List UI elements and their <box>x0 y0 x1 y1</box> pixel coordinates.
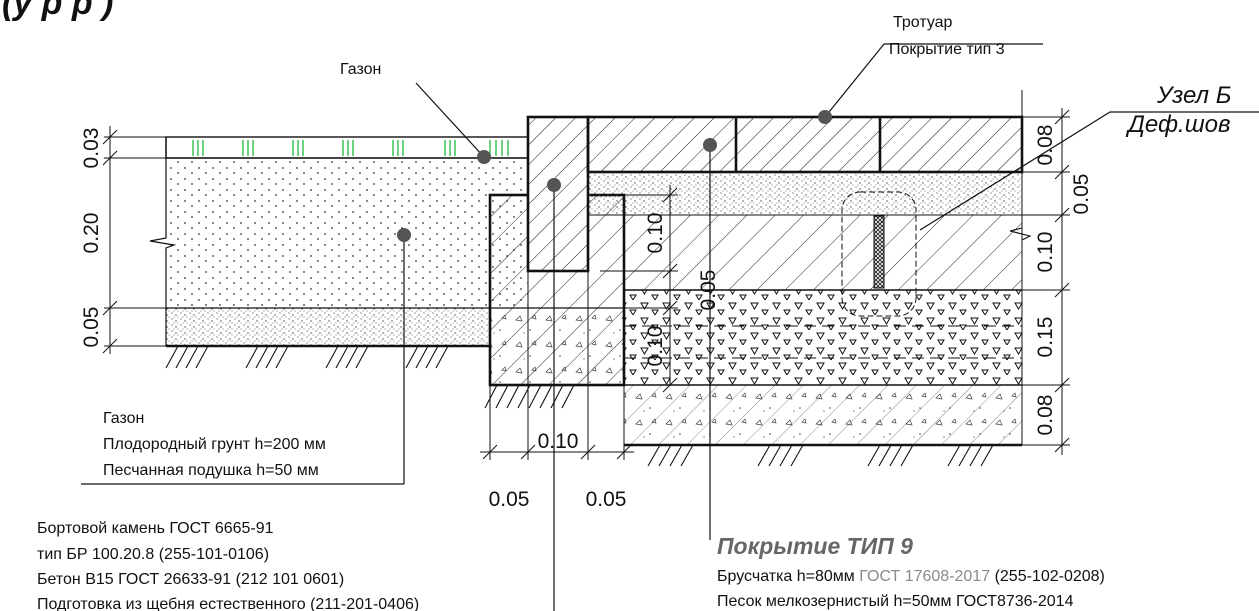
curb-assembly <box>484 115 626 409</box>
coating-note-line1: Брусчатка h=80мм ГОСТ 17608-2017 (255-10… <box>717 568 1105 585</box>
sidewalk-section <box>586 90 1032 467</box>
crushed-stone-layer <box>624 290 1022 385</box>
curb-note-line4: Подготовка из щебня естественного (211-2… <box>37 596 419 611</box>
dim-right-015: 0.15 <box>1034 317 1057 358</box>
concrete-foundation <box>490 308 624 385</box>
dim-left-020: 0.20 <box>80 213 103 254</box>
callout-coating-type3: Покрытие тип 3 <box>889 41 1005 58</box>
coating-line1-part-b: (255-102-0208) <box>990 568 1105 585</box>
dim-inner-005: 0.05 <box>697 270 720 311</box>
dim-right-008b: 0.08 <box>1034 395 1057 436</box>
dim-inner-010b: 0.10 <box>644 326 667 367</box>
lawn-note-line1: Газон <box>103 410 144 427</box>
fine-sand-layer <box>588 172 1022 215</box>
curb-note-line3: Бетон В15 ГОСТ 26633-91 (212 101 0601) <box>37 571 344 588</box>
coating-note-title: Покрытие ТИП 9 <box>717 533 913 559</box>
ground-hatch <box>165 345 449 369</box>
leader-lines <box>81 43 1259 611</box>
partial-header: (у р р ) <box>2 0 113 22</box>
concrete-slab-layer <box>624 215 1022 290</box>
dimension-lines <box>102 108 1070 460</box>
lawn-note-line3: Песчанная подушка h=50 мм <box>103 462 319 479</box>
dim-right-010: 0.10 <box>1034 232 1057 273</box>
dim-left-005: 0.05 <box>80 307 103 348</box>
dim-right-008a: 0.08 <box>1034 125 1057 166</box>
node-b-outline <box>841 191 917 317</box>
curb-note-line1: Бортовой камень ГОСТ 6665-91 <box>37 520 274 537</box>
callout-sidewalk: Тротуар <box>893 14 953 31</box>
lawn-grass-strip <box>165 136 529 159</box>
coating-note-line2: Песок мелкозернистый h=50мм ГОСТ8736-201… <box>717 593 1074 610</box>
dim-inner-010a: 0.10 <box>644 213 667 254</box>
coating-line1-gost: ГОСТ 17608-2017 <box>859 568 990 585</box>
fertile-soil-layer <box>166 158 528 308</box>
coating-line1-part-a: Брусчатка h=80мм <box>717 568 859 585</box>
node-b-subtitle: Деф.шов <box>1125 111 1231 138</box>
dim-bottom-005-left: 0.05 <box>489 488 530 511</box>
node-b-title: Узел Б <box>1156 82 1231 109</box>
lawn-section <box>149 136 529 369</box>
callout-lawn: Газон <box>340 61 381 78</box>
lawn-note-line2: Плодородный грунт h=200 мм <box>103 436 326 453</box>
paving-stones-layer <box>586 115 1024 174</box>
dim-left-003: 0.03 <box>80 128 103 169</box>
dim-bottom-005-right: 0.05 <box>586 488 627 511</box>
dim-bottom-010: 0.10 <box>538 430 579 453</box>
sand-cushion-layer <box>166 308 490 346</box>
curb-note-line2: тип БР 100.20.8 (255-101-0106) <box>37 546 269 563</box>
break-line <box>149 137 177 346</box>
dim-right-005: 0.05 <box>1070 174 1093 215</box>
callout-dots <box>397 110 832 242</box>
grass-marks <box>192 140 509 156</box>
deformation-joint-fill <box>873 215 885 289</box>
